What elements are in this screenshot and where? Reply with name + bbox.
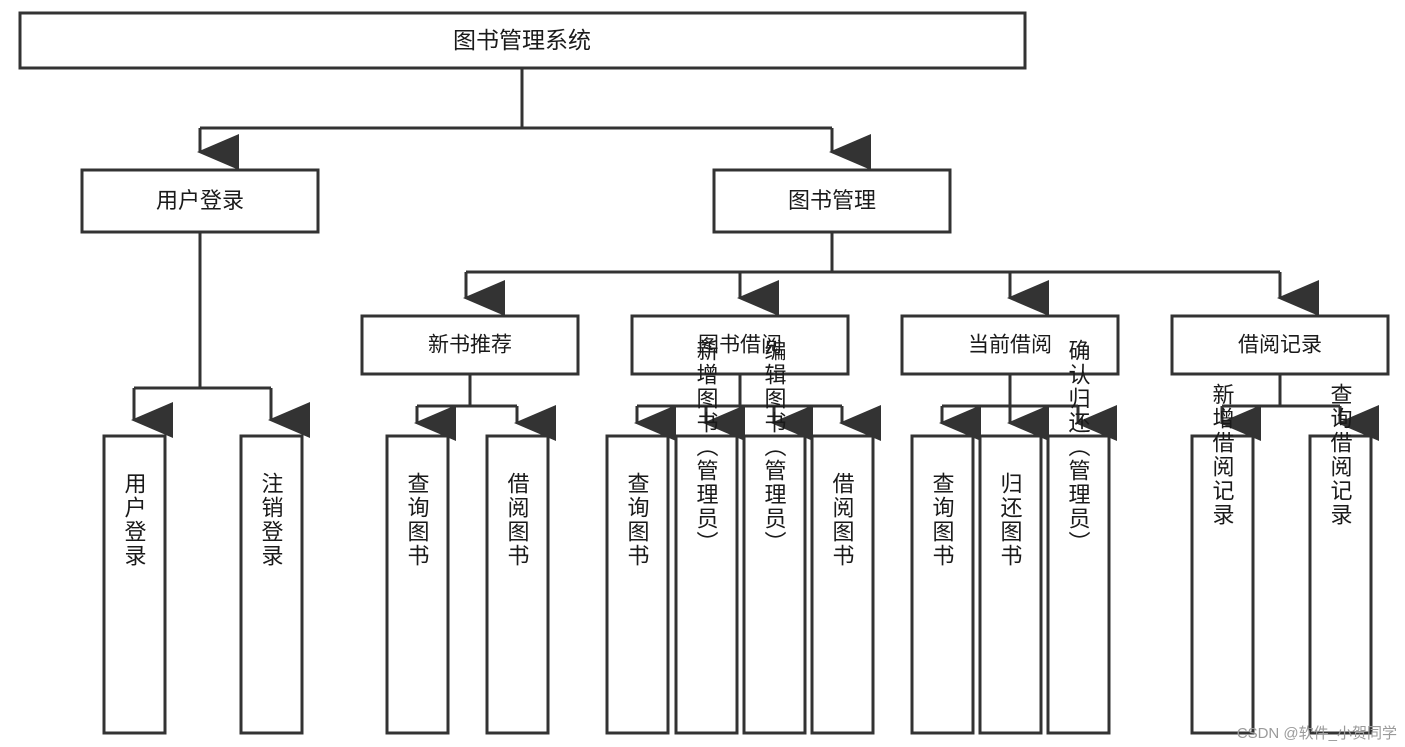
node-leaf-query-record-label: 查询借阅记录 (1328, 383, 1353, 527)
node-leaf-edit-book-box[interactable] (742, 434, 807, 735)
node-user-login-label: 用户登录 (156, 188, 244, 213)
connector-user-login-to-leaves (131, 232, 310, 438)
node-book-borrow[interactable]: 图书借阅 (630, 314, 850, 376)
node-leaf-user-login[interactable]: 用户登录 (102, 434, 167, 735)
node-leaf-query-book-2[interactable]: 查询图书 (605, 434, 670, 735)
node-leaf-query-book-1-box[interactable] (385, 434, 450, 735)
node-current-borrow[interactable]: 当前借阅 (900, 314, 1120, 376)
node-leaf-logout-login-label: 注销登录 (259, 472, 284, 568)
node-leaf-borrow-book-1[interactable]: 借阅图书 (485, 434, 550, 735)
node-new-book-recommend-box[interactable] (360, 314, 580, 376)
node-leaf-borrow-book-1-box[interactable] (485, 434, 550, 735)
connector-root-to-level1 (197, 68, 871, 170)
node-leaf-user-login-label: 用户登录 (122, 472, 147, 568)
node-leaf-borrow-book-2-box[interactable] (810, 434, 875, 735)
node-leaf-edit-book[interactable]: 编辑图书（管理员） (742, 339, 807, 735)
node-leaf-query-book-3-label: 查询图书 (930, 472, 955, 568)
node-leaf-borrow-book-1-label: 借阅图书 (505, 472, 530, 568)
node-book-management[interactable]: 图书管理 (712, 168, 952, 234)
node-leaf-query-book-3-box[interactable] (910, 434, 975, 735)
connector-new-book-recommend-to-leaves (414, 374, 556, 441)
node-leaf-add-record-label: 新增借阅记录 (1210, 383, 1235, 527)
node-leaf-confirm-return-box[interactable] (1046, 434, 1111, 735)
node-leaf-return-book[interactable]: 归还图书 (978, 434, 1043, 735)
node-borrow-record[interactable]: 借阅记录 (1170, 314, 1390, 376)
node-leaf-query-book-2-label: 查询图书 (625, 472, 650, 568)
node-leaf-add-record[interactable]: 新增借阅记录 (1190, 383, 1255, 735)
node-leaf-confirm-return[interactable]: 确认归还（管理员） (1046, 339, 1111, 735)
node-book-management-box[interactable] (712, 168, 952, 234)
node-leaf-edit-book-label: 编辑图书（管理员） (762, 339, 787, 555)
connector-book-management-to-level2 (463, 232, 1319, 316)
node-borrow-record-box[interactable] (1170, 314, 1390, 376)
node-leaf-query-book-2-box[interactable] (605, 434, 670, 735)
node-book-borrow-label: 图书借阅 (698, 334, 782, 357)
node-leaf-query-book-1[interactable]: 查询图书 (385, 434, 450, 735)
node-leaf-query-book-3[interactable]: 查询图书 (910, 434, 975, 735)
node-current-borrow-box[interactable] (900, 314, 1120, 376)
node-leaf-return-book-label: 归还图书 (998, 472, 1023, 568)
node-leaf-return-book-box[interactable] (978, 434, 1043, 735)
node-root[interactable]: 图书管理系统 (18, 11, 1027, 70)
node-leaf-add-book-box[interactable] (674, 434, 739, 735)
node-leaf-query-book-1-label: 查询图书 (405, 472, 430, 568)
node-book-management-label: 图书管理 (788, 188, 876, 213)
node-root-label: 图书管理系统 (453, 27, 591, 53)
node-leaf-logout-login-box[interactable] (239, 434, 304, 735)
node-leaf-borrow-book-2-label: 借阅图书 (830, 472, 855, 568)
node-leaf-user-login-box[interactable] (102, 434, 167, 735)
connector-borrow-record-to-leaves (1219, 374, 1379, 441)
connector-current-borrow-to-leaves (939, 374, 1117, 441)
node-leaf-add-book-label: 新增图书（管理员） (694, 339, 719, 555)
node-leaf-add-book[interactable]: 新增图书（管理员） (674, 339, 739, 735)
node-root-box[interactable] (18, 11, 1027, 70)
connector-book-borrow-to-leaves (634, 374, 881, 441)
node-leaf-query-record-box[interactable] (1308, 434, 1373, 735)
node-new-book-recommend[interactable]: 新书推荐 (360, 314, 580, 376)
node-book-borrow-box[interactable] (630, 314, 850, 376)
node-current-borrow-label: 当前借阅 (968, 334, 1052, 357)
node-new-book-recommend-label: 新书推荐 (428, 334, 512, 357)
node-borrow-record-label: 借阅记录 (1238, 334, 1322, 357)
node-leaf-add-record-box[interactable] (1190, 434, 1255, 735)
csdn-watermark: CSDN @软件_小贺同学 (1236, 725, 1397, 742)
node-leaf-logout-login[interactable]: 注销登录 (239, 434, 304, 735)
node-leaf-confirm-return-label: 确认归还（管理员） (1066, 339, 1091, 555)
node-leaf-borrow-book-2[interactable]: 借阅图书 (810, 434, 875, 735)
node-user-login[interactable]: 用户登录 (80, 168, 320, 234)
node-leaf-query-record[interactable]: 查询借阅记录 (1308, 383, 1373, 735)
node-user-login-box[interactable] (80, 168, 320, 234)
